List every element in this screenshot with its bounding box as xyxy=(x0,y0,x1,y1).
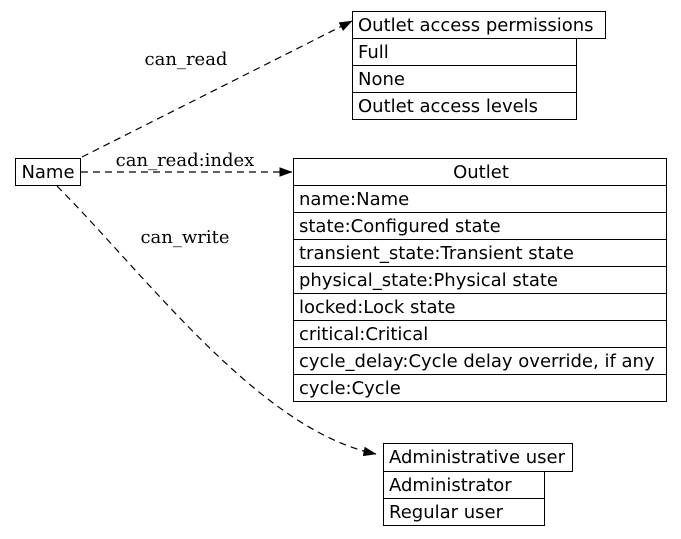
table-row: locked:Lock state xyxy=(293,293,667,321)
edge-can-write-line xyxy=(56,185,377,457)
edge-label-can-read-index: can_read:index xyxy=(115,150,255,171)
permissions-table-title: Outlet access permissions xyxy=(352,11,606,39)
table-row: physical_state:Physical state xyxy=(293,266,667,294)
permissions-table: Outlet access permissions Full None Outl… xyxy=(352,11,606,120)
table-row: Regular user xyxy=(383,498,545,526)
outlet-table-title: Outlet xyxy=(293,158,667,186)
outlet-table: Outlet name:Name state:Configured state … xyxy=(293,158,667,402)
table-row: transient_state:Transient state xyxy=(293,239,667,267)
table-row: Administrator xyxy=(383,471,545,499)
edge-can-read-line xyxy=(81,20,353,158)
table-row: Full xyxy=(352,38,577,66)
name-node: Name xyxy=(15,158,81,186)
table-row: Outlet access levels xyxy=(352,92,577,120)
table-row: critical:Critical xyxy=(293,320,667,348)
edge-label-can-write: can_write xyxy=(140,227,230,248)
table-row: cycle:Cycle xyxy=(293,374,667,402)
table-row: cycle_delay:Cycle delay override, if any xyxy=(293,347,667,375)
table-row: None xyxy=(352,65,577,93)
table-row: state:Configured state xyxy=(293,212,667,240)
table-row: name:Name xyxy=(293,185,667,213)
admin-table-title: Administrative user xyxy=(383,443,573,472)
admin-table: Administrative user Administrator Regula… xyxy=(383,443,573,526)
edge-label-can-read: can_read xyxy=(144,49,228,70)
